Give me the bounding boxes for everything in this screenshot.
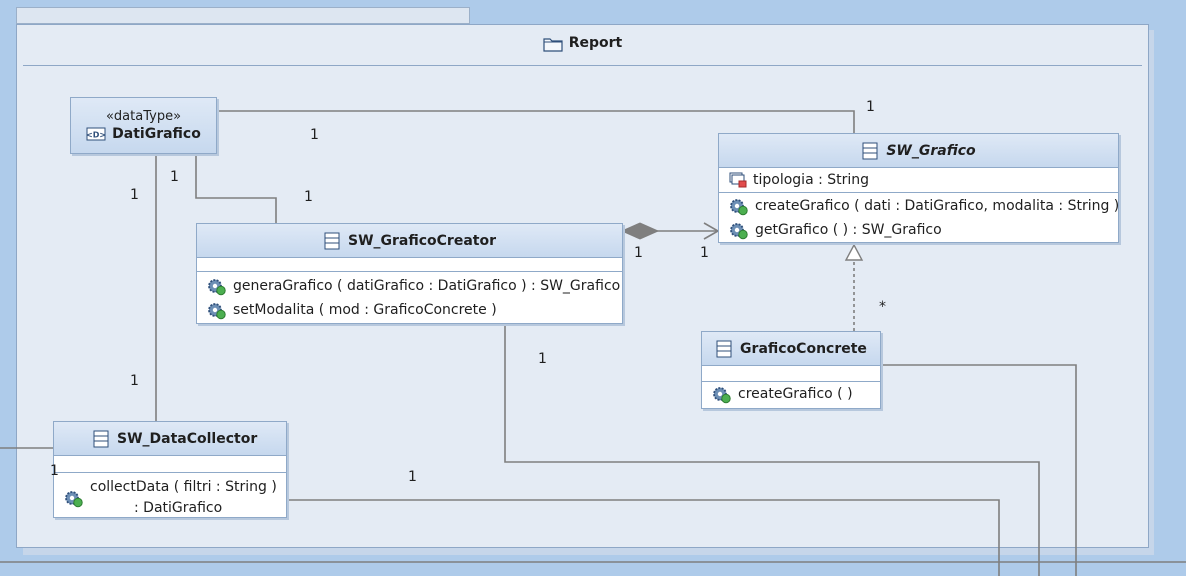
class-grafico-concrete[interactable]: GraficoConcrete createGrafico ( ) <box>701 331 881 409</box>
stereotype-label: «dataType» <box>105 109 182 124</box>
public-operation-icon <box>208 279 226 296</box>
datatype-icon: <D> <box>86 127 106 141</box>
class-header: SW_Grafico <box>719 134 1118 168</box>
multiplicity-label: 1 <box>866 99 875 115</box>
operation-row[interactable]: collectData ( filtri : String ) : DatiGr… <box>54 473 286 521</box>
class-name: SW_GraficoCreator <box>348 232 496 249</box>
class-name: GraficoConcrete <box>740 340 867 357</box>
operation-row[interactable]: createGrafico ( ) <box>702 382 880 406</box>
class-dati-grafico[interactable]: «dataType» <D> DatiGrafico <box>70 97 217 154</box>
svg-text:<D>: <D> <box>86 131 106 140</box>
package-name: Report <box>568 35 623 51</box>
operation-text: getGrafico ( ) : SW_Grafico <box>755 222 942 238</box>
class-header: SW_GraficoCreator <box>197 224 622 258</box>
multiplicity-label: 1 <box>634 245 643 261</box>
multiplicity-label: 1 <box>408 469 417 485</box>
class-icon <box>93 430 109 447</box>
public-operation-icon <box>730 199 748 216</box>
class-header: GraficoConcrete <box>702 332 880 366</box>
datacollector-link-out <box>287 499 1000 576</box>
operation-text: setModalita ( mod : GraficoConcrete ) <box>233 302 497 318</box>
multiplicity-label: 1 <box>700 245 709 261</box>
operation-return: : DatiGrafico <box>134 500 223 516</box>
composition-diamond <box>620 222 660 240</box>
multiplicity-label: 1 <box>538 351 547 367</box>
class-sw-grafico[interactable]: SW_Grafico tipologia : String createGraf… <box>718 133 1119 243</box>
class-header: SW_DataCollector <box>54 422 286 456</box>
operations-section: collectData ( filtri : String ) : DatiGr… <box>54 473 286 521</box>
attributes-section <box>702 366 880 382</box>
multiplicity-label: 1 <box>130 187 139 203</box>
operations-section: createGrafico ( ) <box>702 382 880 406</box>
class-header: «dataType» <D> DatiGrafico <box>71 98 216 153</box>
attributes-section <box>197 258 622 272</box>
folder-icon <box>543 38 563 52</box>
package-title: Report <box>17 25 1148 61</box>
attributes-section: tipologia : String <box>719 168 1118 193</box>
class-sw-grafico-creator[interactable]: SW_GraficoCreator generaGrafico ( datiGr… <box>196 223 623 324</box>
operation-row[interactable]: setModalita ( mod : GraficoConcrete ) <box>197 298 622 322</box>
attribute-text: tipologia : String <box>753 172 870 188</box>
private-attribute-icon <box>729 172 747 188</box>
operation-row[interactable]: getGrafico ( ) : SW_Grafico <box>719 218 1118 242</box>
creator-link-out <box>504 324 1040 576</box>
package-divider <box>23 65 1142 66</box>
class-sw-data-collector[interactable]: SW_DataCollector collectData ( filtri : … <box>53 421 287 518</box>
public-operation-icon <box>713 387 731 404</box>
operation-row[interactable]: createGrafico ( dati : DatiGrafico, moda… <box>719 193 1120 218</box>
multiplicity-label: 1 <box>310 127 319 143</box>
multiplicity-label: 1 <box>50 463 59 479</box>
operations-section: createGrafico ( dati : DatiGrafico, moda… <box>719 193 1120 242</box>
attribute-row[interactable]: tipologia : String <box>719 168 1118 192</box>
multiplicity-label: 1 <box>304 189 313 205</box>
operation-row[interactable]: generaGrafico ( datiGrafico : DatiGrafic… <box>197 272 622 298</box>
class-icon <box>324 232 340 249</box>
operation-text: collectData ( filtri : String ) <box>90 479 277 495</box>
class-name: SW_Grafico <box>886 142 976 159</box>
public-operation-icon <box>730 223 748 240</box>
multiplicity-label: 1 <box>130 373 139 389</box>
class-icon <box>862 142 878 159</box>
assoc-datigrafico-swgrafico <box>218 110 855 133</box>
public-operation-icon <box>65 491 83 508</box>
operation-text: generaGrafico ( datiGrafico : DatiGrafic… <box>233 278 621 294</box>
concrete-link-out <box>880 364 1077 576</box>
class-icon <box>716 340 732 357</box>
attributes-section <box>54 456 286 473</box>
operation-text: createGrafico ( dati : DatiGrafico, moda… <box>755 198 1120 214</box>
multiplicity-label: 1 <box>170 169 179 185</box>
class-name: SW_DataCollector <box>117 430 258 447</box>
public-operation-icon <box>208 303 226 320</box>
package-tab <box>16 7 470 24</box>
class-name: DatiGrafico <box>112 126 201 142</box>
operations-section: generaGrafico ( datiGrafico : DatiGrafic… <box>197 272 622 322</box>
assoc-datigrafico-creator <box>195 154 277 223</box>
operation-text: createGrafico ( ) <box>738 386 853 402</box>
multiplicity-label: * <box>879 299 886 315</box>
realization-triangle <box>844 243 864 261</box>
